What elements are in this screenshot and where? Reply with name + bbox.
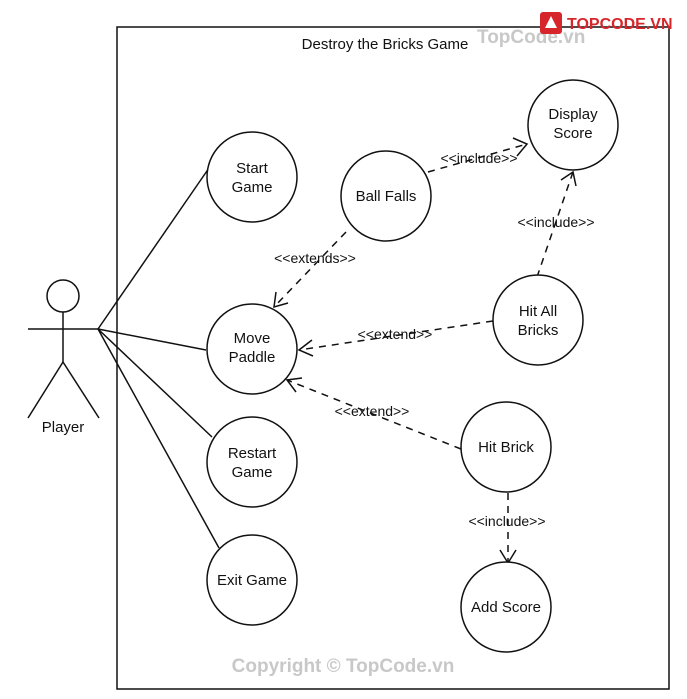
use-case-hit-all-bricks[interactable]: Hit All Bricks — [492, 274, 584, 366]
assoc-move-paddle — [97, 328, 207, 351]
use-case-ball-falls[interactable]: Ball Falls — [340, 150, 432, 242]
use-case-move-paddle-label-1: Move — [234, 330, 271, 347]
use-case-restart-game-ellipse — [206, 416, 298, 508]
rel-hitall-move — [298, 320, 494, 351]
actor-player — [27, 279, 100, 419]
use-case-hit-brick-ellipse — [460, 401, 552, 493]
use-case-move-paddle-label-2: Paddle — [229, 349, 276, 366]
rel-hitall-display — [536, 171, 574, 278]
system-title: Destroy the Bricks Game — [302, 36, 469, 53]
use-case-add-score-ellipse — [460, 561, 552, 653]
actor-right-leg — [62, 361, 100, 419]
use-case-move-paddle-ellipse — [206, 303, 298, 395]
rel-ballfalls-move-arrowhead — [273, 291, 289, 309]
rel-label-hitbrick-addscore: <<include>> — [468, 513, 545, 529]
use-case-exit-game-ellipse — [206, 534, 298, 626]
relationships — [273, 137, 577, 565]
actor-head — [46, 279, 80, 313]
rel-label-ballfalls-move: <<extends>> — [274, 250, 356, 266]
topcode-logo[interactable]: TOPCODE.VN — [540, 12, 673, 34]
associations — [97, 167, 220, 549]
use-case-start-game[interactable]: Start Game — [206, 131, 298, 223]
rel-label-hitall-move: <<extend>> — [358, 326, 433, 342]
rel-hitall-move-arrowhead — [297, 339, 314, 357]
use-case-hit-all-bricks-ellipse — [492, 274, 584, 366]
use-case-restart-game[interactable]: Restart Game — [206, 416, 298, 508]
assoc-restart-game — [97, 328, 213, 438]
use-case-add-score-label: Add Score — [471, 599, 541, 616]
use-case-display-score-label-2: Score — [553, 125, 592, 142]
rel-ballfalls-move — [273, 231, 347, 308]
use-case-start-game-label-2: Game — [232, 179, 273, 196]
use-case-restart-game-label-1: Restart — [228, 445, 277, 462]
topcode-logo-text: TOPCODE.VN — [567, 16, 673, 33]
rel-hitbrick-move-arrowhead — [285, 377, 303, 393]
rel-hitall-display-arrowhead — [560, 170, 577, 187]
rel-ballfalls-display-arrowhead — [512, 137, 529, 157]
rel-label-hitbrick-move: <<extend>> — [335, 403, 410, 419]
system-boundary — [116, 26, 670, 690]
use-case-hit-all-bricks-label-1: Hit All — [519, 303, 557, 320]
watermark-copyright-text: Copyright © TopCode.vn — [232, 656, 455, 677]
use-case-hit-all-bricks-label-2: Bricks — [518, 322, 559, 339]
rel-hitbrick-move — [286, 379, 462, 450]
assoc-start-game — [97, 167, 210, 330]
use-case-ball-falls-ellipse — [340, 150, 432, 242]
use-case-move-paddle[interactable]: Move Paddle — [206, 303, 298, 395]
use-case-restart-game-label-2: Game — [232, 464, 273, 481]
use-case-ball-falls-label: Ball Falls — [356, 188, 417, 205]
use-case-add-score[interactable]: Add Score — [460, 561, 552, 653]
assoc-exit-game — [97, 328, 220, 549]
use-case-exit-game-label: Exit Game — [217, 572, 287, 589]
use-case-start-game-ellipse — [206, 131, 298, 223]
rel-label-hitall-display: <<include>> — [517, 214, 594, 230]
rel-label-ballfalls-display: <<include>> — [440, 150, 517, 166]
use-case-display-score-label-1: Display — [548, 106, 598, 123]
actor-label: Player — [42, 419, 85, 436]
use-case-hit-brick-label: Hit Brick — [478, 439, 534, 456]
actor-left-leg — [27, 361, 64, 419]
use-case-display-score[interactable]: Display Score — [527, 79, 619, 171]
use-case-start-game-label-1: Start — [236, 160, 269, 177]
use-case-exit-game[interactable]: Exit Game — [206, 534, 298, 626]
use-case-display-score-ellipse — [527, 79, 619, 171]
topcode-logo-icon-mark — [545, 16, 557, 28]
use-case-hit-brick[interactable]: Hit Brick — [460, 401, 552, 493]
rel-ballfalls-display — [427, 143, 528, 173]
